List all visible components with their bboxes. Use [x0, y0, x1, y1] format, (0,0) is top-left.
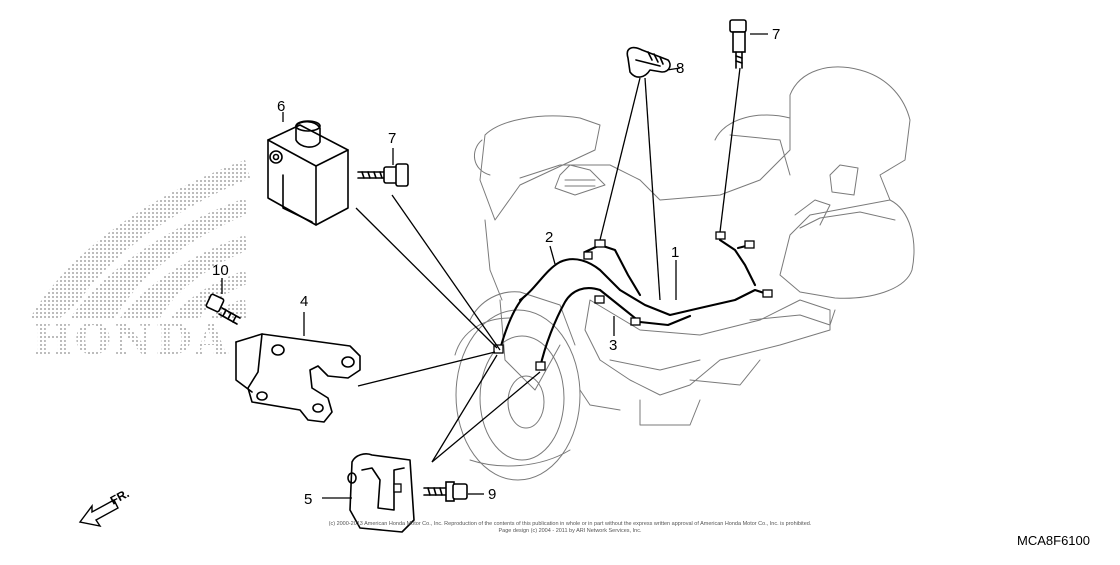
callout-6: 6 — [277, 98, 285, 115]
wire-harness-assy — [493, 231, 773, 371]
cover-part-5 — [347, 453, 415, 533]
callout-7-left: 7 — [388, 130, 396, 147]
callout-7-top: 7 — [772, 26, 780, 43]
callout-5: 5 — [304, 491, 312, 508]
callout-3: 3 — [609, 337, 617, 354]
callout-numbers: 1 2 3 4 5 6 7 7 8 9 10 — [212, 26, 780, 508]
front-direction-arrow-icon: FR. — [78, 486, 131, 528]
copyright-notice: (c) 2000-2013 American Honda Motor Co., … — [300, 521, 840, 535]
callout-8: 8 — [676, 60, 684, 77]
copyright-line-2: Page design (c) 2004 - 2011 by ARI Netwo… — [498, 528, 642, 534]
sensor-part-6 — [267, 120, 349, 226]
callout-10: 10 — [212, 262, 229, 279]
honda-wing-watermark: HONDA — [30, 160, 250, 364]
copyright-line-1: (c) 2000-2013 American Honda Motor Co., … — [328, 521, 812, 527]
honda-wordmark: HONDA — [32, 315, 231, 364]
motorcycle-outline — [454, 66, 915, 481]
clamp-part-8 — [626, 46, 671, 78]
bolt-part-10 — [205, 293, 241, 325]
bolt-part-7-top — [729, 19, 747, 69]
bolt-part-9 — [423, 481, 468, 502]
drawing-code: MCA8F6100 — [1017, 533, 1090, 548]
bracket-part-4 — [235, 333, 361, 423]
callout-1: 1 — [671, 244, 679, 261]
bolt-part-7-left — [357, 163, 409, 187]
callout-9: 9 — [488, 486, 496, 503]
callout-2: 2 — [545, 229, 553, 246]
leader-lines — [221, 33, 768, 499]
callout-4: 4 — [300, 293, 308, 310]
